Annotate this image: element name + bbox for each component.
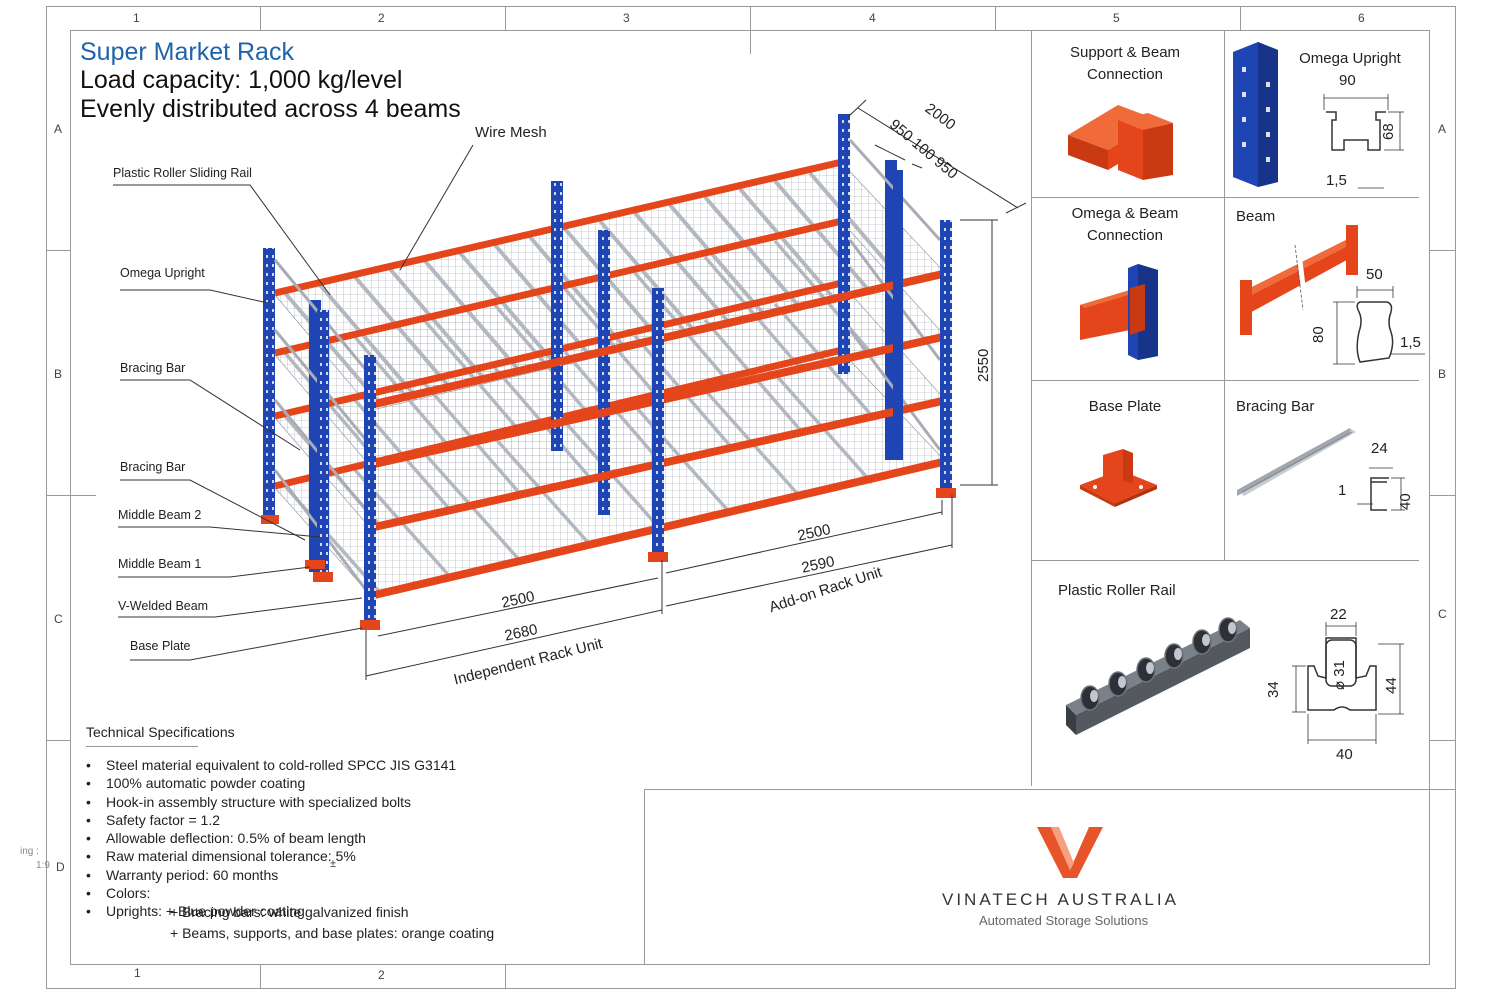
zone-col-5: 5 — [1113, 11, 1120, 25]
detail-beam-title: Beam — [1236, 208, 1276, 225]
specs-sub-list: + Bracing bars: white galvanized finish … — [170, 902, 494, 944]
load-capacity: Load capacity: 1,000 kg/level — [80, 66, 403, 94]
bracing-profile-drawing — [1357, 467, 1405, 511]
callout-plastic-roller-sliding-rail: Plastic Roller Sliding Rail — [113, 166, 252, 180]
zone-row-a: A — [54, 122, 63, 136]
drawing-border — [46, 6, 1456, 989]
spec-sub-item: + Beams, supports, and base plates: oran… — [170, 925, 495, 941]
spec-item: •Colors: — [86, 885, 151, 902]
zone-row-b: B — [54, 367, 63, 381]
roller-profile-drawing — [1292, 622, 1404, 744]
omega-width: 90 — [1339, 72, 1356, 89]
zone-col-2: 2 — [378, 11, 385, 25]
detail-roller-rail-title: Plastic Roller Rail — [1058, 582, 1176, 599]
support-beam-connection-image — [1068, 105, 1173, 180]
callout-omega-upright: Omega Upright — [120, 266, 205, 280]
spec-item: •Hook-in assembly structure with special… — [86, 793, 412, 810]
callout-leaders — [113, 144, 474, 661]
spec-item: •100% automatic powder coating — [86, 775, 306, 792]
zone-col-6: 6 — [1358, 11, 1365, 25]
plusminus-mark: ± — [330, 858, 337, 870]
omega-thickness: 1,5 — [1326, 172, 1347, 189]
zone-row-b-right: B — [1438, 367, 1447, 381]
zone-row-a-right: A — [1438, 122, 1447, 136]
callout-bracing-bar-1: Bracing Bar — [120, 361, 186, 375]
detail-omega-upright-title: Omega Upright — [1299, 50, 1401, 67]
callout-middle-beam-1: Middle Beam 1 — [118, 557, 202, 571]
zone-col-4: 4 — [869, 11, 876, 25]
scale-label: ing : — [20, 846, 39, 857]
zone-row-c: C — [54, 612, 63, 626]
callout-middle-beam-2: Middle Beam 2 — [118, 508, 202, 522]
zone-row-d: D — [56, 860, 65, 874]
detail-base-plate-title: Base Plate — [1088, 398, 1162, 415]
beam-width: 50 — [1366, 266, 1383, 283]
drawing-title: Super Market Rack — [80, 38, 294, 66]
zone-col-1-bottom: 1 — [134, 966, 141, 980]
specs-underline — [86, 746, 198, 747]
zone-col-1: 1 — [133, 11, 140, 25]
spec-item: •Allowable deflection: 0.5% of beam leng… — [86, 830, 366, 847]
spec-item: •Warranty period: 60 months — [86, 866, 279, 883]
beam-image — [1240, 225, 1358, 335]
callout-wire-mesh: Wire Mesh — [475, 124, 547, 141]
spec-item: •Raw material dimensional tolerance: 5% — [86, 848, 356, 865]
roller-bottom-width: 40 — [1336, 746, 1353, 763]
front-uprights — [317, 170, 952, 620]
dimension-lines — [365, 99, 1027, 680]
zone-col-3: 3 — [623, 11, 630, 25]
callout-base-plate: Base Plate — [130, 639, 191, 653]
company-name: VINATECH AUSTRALIA — [942, 890, 1179, 909]
spec-sub-item: + Bracing bars: white galvanized finish — [170, 904, 409, 920]
base-plates — [261, 488, 956, 630]
vinatech-logo-mark — [1037, 827, 1103, 878]
specs-heading: Technical Specifications — [86, 724, 235, 740]
load-distribution: Evenly distributed across 4 beams — [80, 95, 461, 123]
roller-height-left: 34 — [1265, 681, 1282, 698]
beam-profile-drawing — [1333, 286, 1425, 365]
bracing-thickness: 1 — [1338, 482, 1347, 499]
beam-thickness: 1,5 — [1400, 334, 1421, 351]
bracing-bar-image — [1237, 428, 1356, 496]
scale-value: 1:9 — [36, 860, 50, 871]
omega-beam-connection-image — [1080, 264, 1158, 360]
spec-item: •Safety factor = 1.2 — [86, 811, 221, 828]
zone-col-2-bottom: 2 — [378, 968, 385, 982]
bracing-width: 24 — [1371, 440, 1388, 457]
dim-height: 2550 — [975, 348, 992, 382]
specs-list: •Steel material equivalent to cold-rolle… — [86, 756, 456, 921]
roller-top-width: 22 — [1330, 606, 1347, 623]
spec-item: •Uprights: + Blue powder coating — [86, 903, 305, 920]
base-plate-image — [1080, 449, 1157, 507]
company-tagline: Automated Storage Solutions — [979, 913, 1149, 928]
spec-item: •Steel material equivalent to cold-rolle… — [86, 757, 457, 773]
callout-bracing-bar-2: Bracing Bar — [120, 460, 186, 474]
omega-profile-drawing — [1323, 94, 1404, 189]
callout-v-welded-beam: V-Welded Beam — [118, 599, 209, 613]
rack-illustration — [113, 99, 1027, 680]
omega-upright-image — [1233, 42, 1278, 187]
detail-bracing-bar-title: Bracing Bar — [1236, 398, 1315, 415]
roller-rail-image — [1066, 617, 1250, 735]
zone-row-c-right: C — [1438, 607, 1447, 621]
